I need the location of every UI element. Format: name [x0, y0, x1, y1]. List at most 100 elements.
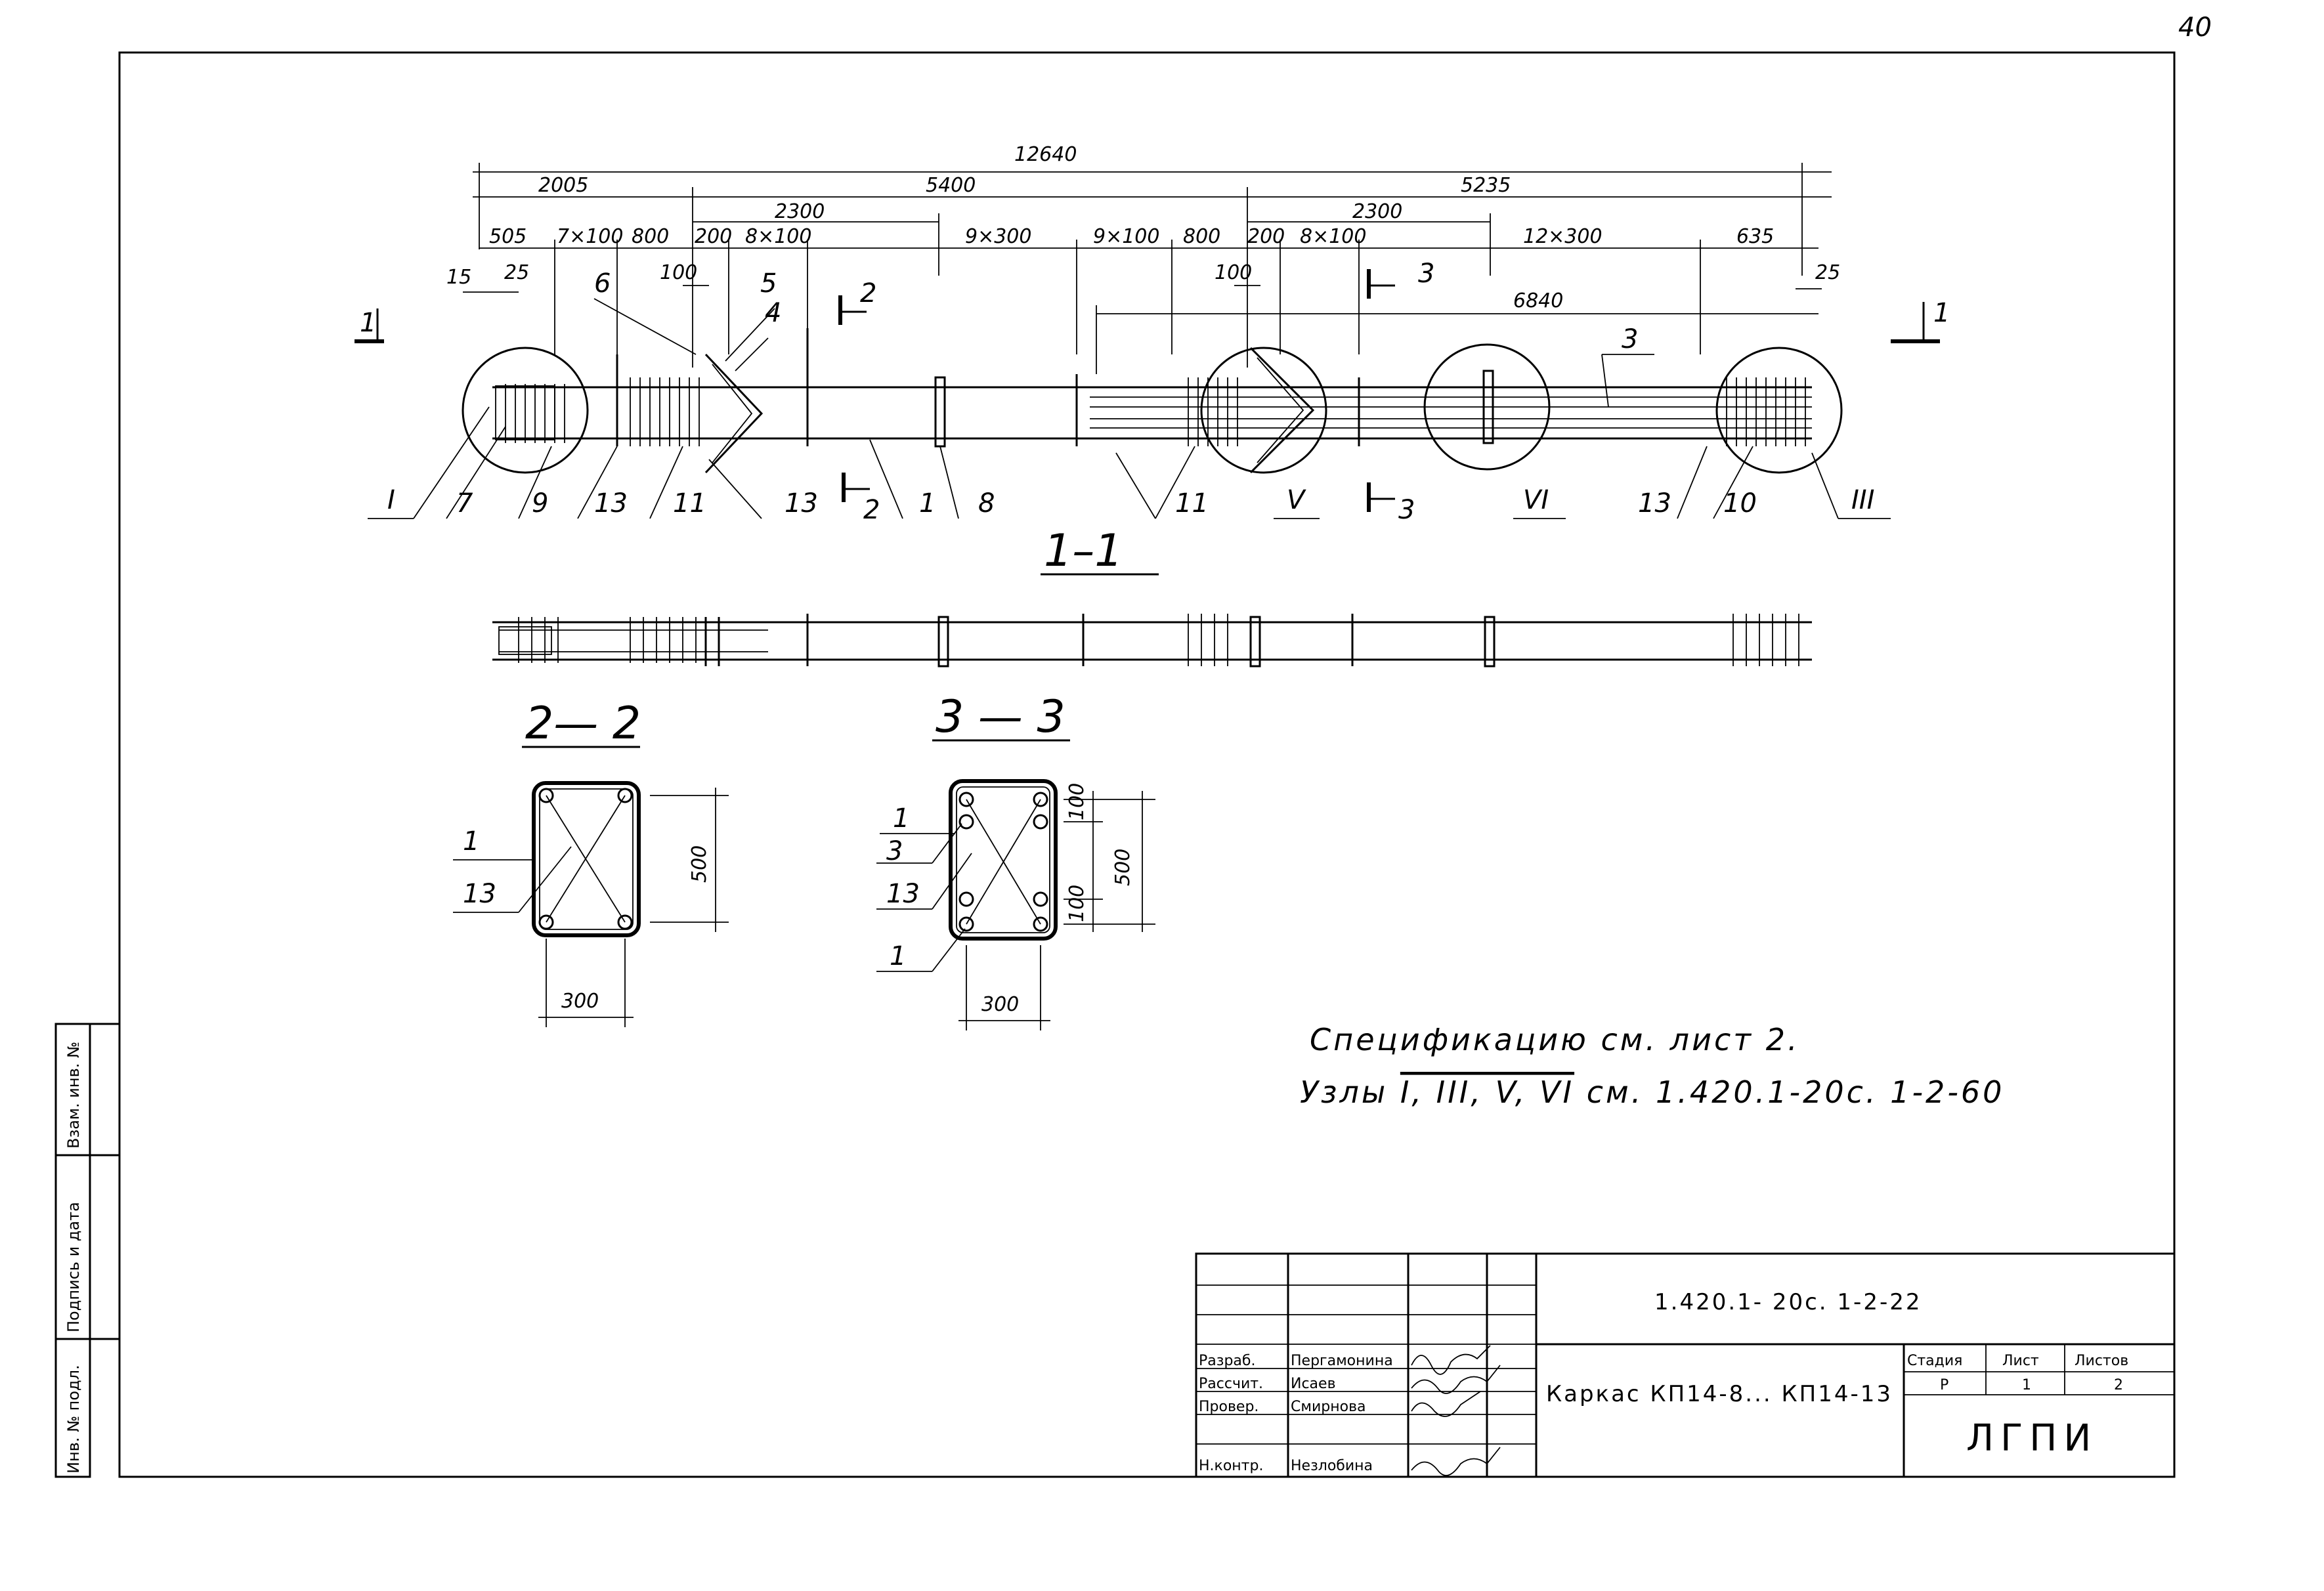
part-label-7: 7: [456, 488, 473, 519]
sheets-value: 2: [2114, 1377, 2123, 1393]
part-label-4: 4: [765, 298, 781, 328]
dim-row2-0: 2300: [775, 200, 825, 223]
end-mesh-right: [1726, 377, 1806, 446]
sheet-header: Лист: [2002, 1353, 2039, 1369]
section-2-2-label-1: 1: [463, 826, 479, 857]
sheet-frame: [118, 51, 2176, 1478]
sheets-header: Листов: [2075, 1353, 2128, 1369]
node-label-3: III: [1851, 485, 1874, 515]
tb-role-4: Н.контр.: [1199, 1458, 1263, 1474]
signature-4: [1411, 1447, 1501, 1476]
diagonal-insert-left: [704, 353, 764, 474]
part-label-11b: 11: [1175, 488, 1209, 519]
dim-row2-1: 2300: [1352, 200, 1402, 223]
dim-row1-2: 5235: [1461, 174, 1511, 197]
section-3-3-label-13: 13: [886, 879, 920, 909]
dim-row3-8: 200: [1247, 225, 1285, 248]
dimension-lines: 12640 2005 5400 5235 2300 2300 505 7×100: [446, 143, 1840, 374]
dim-row3-7: 800: [1183, 225, 1220, 248]
tb-role-0: Разраб.: [1199, 1353, 1255, 1369]
organization: ЛГПИ: [1966, 1417, 2098, 1460]
note-line-2: Узлы I, III, V, VI см. 1.420.1-20с. 1-2-…: [1300, 1074, 2004, 1110]
part-labels: 6 5 4 3 I 7 9 13 11 13 1 8 11 V VI 13 10: [368, 268, 1891, 519]
tb-name-2: Смирнова: [1291, 1399, 1366, 1415]
section-2-2-height: 500: [688, 845, 711, 883]
dim-small-2: 100: [660, 261, 697, 284]
dim-small-0: 15: [446, 266, 471, 289]
view-title-1-1: 1–1: [1044, 525, 1123, 577]
part-label-3: 3: [1622, 324, 1638, 354]
part-label-8: 8: [978, 488, 995, 519]
part-label-10: 10: [1723, 488, 1757, 519]
section-3-3: 3 — 3 100 100 500 300 1 3 13 1: [876, 691, 1155, 1030]
dim-row3-9: 8×100: [1300, 225, 1366, 248]
part-label-13b: 13: [785, 488, 818, 519]
node-label-5: V: [1287, 485, 1306, 515]
tb-role-2: Провер.: [1199, 1399, 1259, 1415]
tb-name-0: Пергамонина: [1291, 1353, 1393, 1369]
product-name: Каркас КП14-8... КП14-13: [1546, 1381, 1893, 1407]
dim-row3-6: 9×100: [1093, 225, 1159, 248]
dim-row3-3: 200: [695, 225, 732, 248]
section-2-2-title: 2— 2: [525, 698, 641, 750]
section-3-3-label-1a: 1: [893, 803, 909, 834]
node-circle-6: [1423, 343, 1551, 471]
section-mark-1-left: 1: [360, 308, 376, 338]
tb-name-1: Исаев: [1291, 1376, 1336, 1392]
node-circle-1: [462, 347, 589, 474]
dim-row3-10: 12×300: [1523, 225, 1603, 248]
note-line-2-suffix: см. 1.420.1-20с. 1-2-60: [1574, 1074, 2004, 1110]
section-mark-1-right: 1: [1933, 298, 1950, 328]
dim-span: 6840: [1513, 289, 1563, 312]
section-3-3-sub-top: 100: [1065, 783, 1088, 820]
signature-3: [1411, 1391, 1481, 1417]
dim-row3-0: 505: [489, 225, 527, 248]
dim-small-4: 25: [1815, 261, 1840, 284]
node-label-1: I: [387, 485, 395, 515]
side-stamp: Инв. № подл. Подпись и дата Взам. инв. №: [54, 1023, 119, 1478]
stage-value: Р: [1940, 1377, 1948, 1393]
stirrups-group-2: [1188, 377, 1238, 446]
diagonal-insert-right: [1249, 347, 1315, 474]
dim-overall: 12640: [1014, 143, 1077, 166]
section-mark-2-top: 2: [860, 278, 876, 308]
signature-2: [1411, 1365, 1501, 1394]
part-label-11a: 11: [673, 488, 706, 519]
section-mark-3-top: 3: [1418, 259, 1434, 289]
part-label-13c: 13: [1638, 488, 1671, 519]
dim-row3-ticks: [554, 240, 1701, 354]
section-3-3-label-3: 3: [886, 836, 903, 866]
dim-row1-1: 5400: [926, 174, 976, 197]
node-label-6: VI: [1523, 485, 1549, 515]
section-marks: 1 1 2 2 3 3: [355, 259, 1950, 525]
side-stamp-replace: Взам. инв. №: [64, 1042, 83, 1149]
dim-row1-0: 2005: [538, 174, 588, 197]
note-line-2-nodes: I, III, V, VI: [1400, 1074, 1574, 1110]
side-stamp-sign: Подпись и дата: [64, 1202, 83, 1332]
note-line-2-prefix: Узлы: [1300, 1074, 1400, 1110]
node-circle-3: [1715, 347, 1843, 474]
note-line-1: Спецификацию см. лист 2.: [1310, 1022, 1800, 1057]
section-3-3-label-1b: 1: [890, 941, 906, 971]
dim-row3-1: 7×100: [557, 225, 623, 248]
dim-row3-11: 635: [1736, 225, 1774, 248]
dim-small-1: 25: [504, 261, 529, 284]
section-mark-3-bottom: 3: [1398, 495, 1415, 525]
tb-role-1: Рассчит.: [1199, 1376, 1263, 1392]
doc-code: 1.420.1- 20с. 1-2-22: [1654, 1289, 1922, 1315]
part-label-6: 6: [594, 268, 611, 299]
part-label-5: 5: [760, 268, 777, 299]
dim-row3-4: 8×100: [745, 225, 811, 248]
dim-row3-5: 9×300: [965, 225, 1031, 248]
section-mark-2-bottom: 2: [863, 495, 880, 525]
plan-view: [492, 614, 1812, 668]
section-2-2-label-13: 13: [463, 879, 496, 909]
end-mesh-left: [495, 384, 565, 443]
notes: Спецификацию см. лист 2. Узлы I, III, V,…: [1300, 1022, 2004, 1110]
side-stamp-inv: Инв. № подл.: [64, 1365, 83, 1474]
sheet-value: 1: [2022, 1377, 2031, 1393]
section-2-2: 2— 2 500 300 1 13: [453, 698, 729, 1027]
main-elevation: [462, 328, 1843, 474]
section-3-3-title: 3 — 3: [936, 691, 1065, 743]
